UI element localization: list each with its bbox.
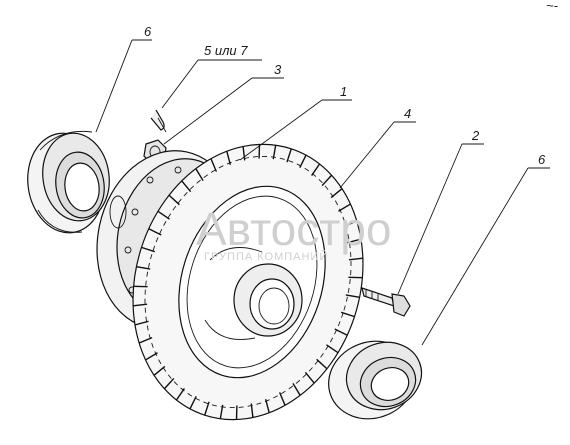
gear-tooth (264, 399, 270, 413)
gear-tooth (153, 365, 166, 376)
gear-tooth (168, 194, 180, 206)
watermark-brand: Автостро (196, 203, 391, 255)
gear-tooth (348, 257, 363, 261)
gear-tooth (321, 174, 333, 187)
gear-tooth (138, 336, 153, 344)
gear-tooth (299, 154, 307, 169)
gear-tooth (316, 358, 328, 370)
gear-tooth (340, 311, 355, 318)
gear-tooth (326, 344, 339, 354)
gear-tooth (136, 266, 151, 270)
label-part-2: 2 (471, 128, 480, 143)
label-part-1: 1 (340, 84, 347, 99)
gear-tooth (345, 294, 360, 298)
gear-tooth (157, 210, 170, 220)
gear-tooth (195, 168, 204, 182)
gear-tooth (242, 146, 246, 161)
gear-tooth (311, 163, 321, 176)
leader-4 (339, 121, 395, 189)
cotter-pin (150, 109, 167, 133)
label-part-5-or-7: 5 или 7 (204, 43, 248, 58)
gear-tooth (133, 303, 148, 307)
gear-tooth (338, 203, 351, 212)
gear-tooth (250, 403, 254, 418)
label-part-4: 4 (404, 106, 411, 121)
label-part-3: 3 (274, 62, 282, 77)
gear-tooth (347, 238, 362, 244)
gear-tooth (334, 328, 348, 336)
gear-tooth (181, 180, 192, 193)
gear-tooth (175, 388, 185, 401)
leader-6-left (95, 39, 133, 133)
gear-tooth (219, 404, 224, 419)
gear-tooth (163, 377, 175, 390)
gear-tooth (210, 158, 218, 172)
gear-tooth (204, 401, 210, 416)
watermark: Автостро ГРУППА КОМПАНИЙ (196, 203, 391, 263)
ring-gear-teeth (133, 144, 363, 420)
gear-tooth (278, 392, 286, 406)
bearing-right (328, 340, 423, 420)
leader-6-right (421, 167, 529, 346)
corner-mark: ~- (546, 0, 559, 13)
gear-tooth (145, 352, 158, 361)
gear-tooth (304, 371, 315, 384)
gear-tooth (134, 320, 149, 326)
leader-5 (161, 59, 199, 109)
watermark-subtitle: ГРУППА КОМПАНИЙ (204, 250, 328, 263)
label-part-6-right: 6 (538, 152, 546, 167)
gear-tooth (286, 148, 292, 163)
gear-tooth (141, 246, 156, 253)
gear-tooth (330, 188, 343, 199)
bearing-left (27, 130, 110, 234)
label-part-6-left: 6 (144, 24, 152, 39)
leader-2 (397, 143, 463, 295)
gear-tooth (343, 220, 358, 228)
leader-1 (239, 99, 323, 161)
leader-3 (163, 77, 253, 145)
gear-tooth (272, 145, 277, 160)
gear-tooth (226, 151, 232, 165)
gear-tooth (148, 228, 162, 236)
gear-tooth (292, 382, 301, 396)
gear-tooth (189, 395, 197, 410)
bolt (361, 287, 411, 317)
